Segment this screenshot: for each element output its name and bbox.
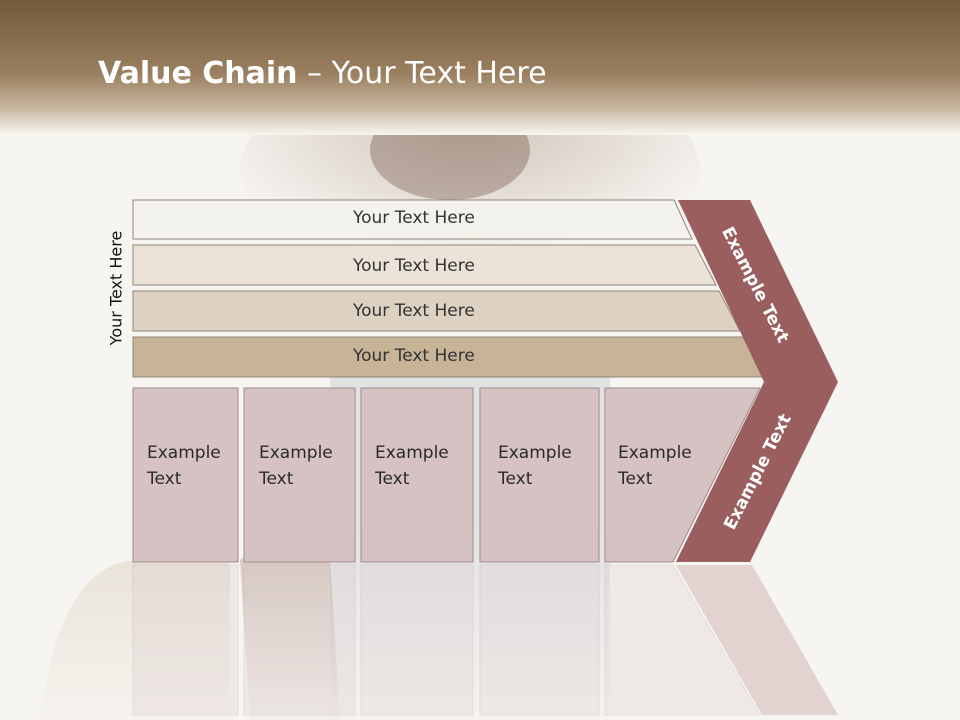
box-3 bbox=[360, 387, 474, 563]
chevron-arrow bbox=[676, 200, 838, 562]
box-2-line-1: Example bbox=[259, 443, 333, 463]
box-3-line-2: Text bbox=[375, 469, 410, 489]
title-bold: Value Chain bbox=[98, 56, 298, 91]
bar-1-label: Your Text Here bbox=[353, 208, 475, 228]
reflection-box-5 bbox=[604, 564, 761, 716]
reflection-box-1 bbox=[132, 564, 239, 716]
box-3-line-1: Example bbox=[375, 443, 449, 463]
box-5-line-1: Example bbox=[618, 443, 692, 463]
bar-3-label: Your Text Here bbox=[353, 301, 475, 321]
box-4 bbox=[479, 387, 600, 563]
slide-title: Value Chain – Your Text Here bbox=[98, 56, 547, 91]
header-band bbox=[0, 0, 960, 135]
box-1-line-1: Example bbox=[147, 443, 221, 463]
bar-4-label: Your Text Here bbox=[353, 346, 475, 366]
side-label: Your Text Here bbox=[106, 230, 126, 346]
box-4-line-1: Example bbox=[498, 443, 572, 463]
reflection-box-3 bbox=[360, 564, 474, 716]
reflection-box-4 bbox=[479, 564, 600, 716]
bar-1 bbox=[132, 199, 693, 240]
box-5-line-2: Text bbox=[618, 469, 653, 489]
title-rest: – Your Text Here bbox=[297, 56, 547, 91]
box-1 bbox=[132, 387, 239, 563]
box-4-line-2: Text bbox=[498, 469, 533, 489]
bar-2 bbox=[132, 244, 717, 286]
reflection-chevron bbox=[676, 565, 838, 715]
reflection bbox=[132, 564, 838, 716]
bar-2-label: Your Text Here bbox=[353, 256, 475, 276]
box-2 bbox=[243, 387, 356, 563]
box-5 bbox=[604, 387, 761, 563]
box-1-line-2: Text bbox=[147, 469, 182, 489]
reflection-box-2 bbox=[243, 564, 356, 716]
box-2-line-2: Text bbox=[259, 469, 294, 489]
